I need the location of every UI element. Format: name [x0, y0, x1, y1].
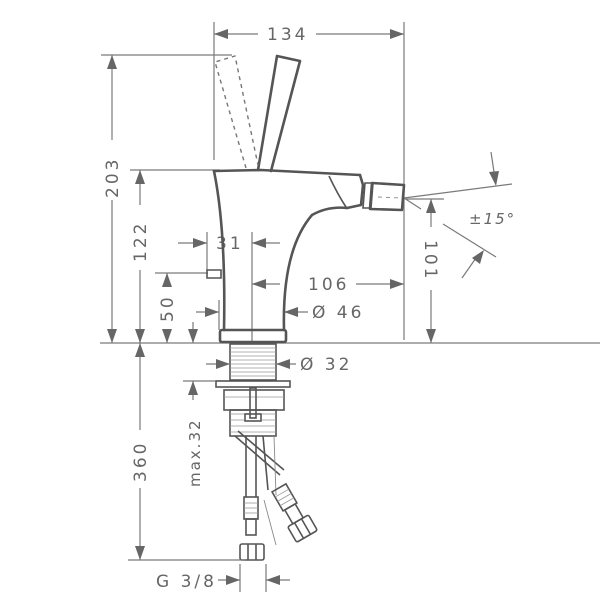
dimension-101 [406, 198, 444, 343]
faucet-body [206, 54, 406, 344]
dimension-max-32 [183, 380, 216, 400]
faucet-shank [215, 343, 291, 437]
dimension-dia-32 [206, 359, 296, 369]
dimension-g38 [218, 564, 290, 592]
dimension-360 [128, 343, 245, 561]
label-height-360: 360 [131, 441, 151, 482]
label-height-50: 50 [158, 294, 178, 322]
label-angle-15: ±15° [469, 210, 516, 228]
dimension-203 [101, 54, 232, 343]
supply-hoses [234, 430, 318, 561]
dimension-122 [130, 169, 220, 343]
label-height-122: 122 [131, 221, 151, 262]
label-diameter-32: Ø 32 [300, 355, 352, 375]
label-connection-g38: G 3/8 [156, 572, 217, 592]
label-max-32: max.32 [186, 418, 204, 487]
label-width-134: 134 [267, 25, 308, 45]
label-diameter-46: Ø 46 [312, 303, 364, 323]
dimension-31 [178, 232, 280, 343]
base-ring [218, 328, 288, 344]
label-height-203: 203 [103, 157, 123, 198]
label-height-101: 101 [420, 240, 440, 281]
dimension-50 [155, 272, 208, 343]
dimension-134 [213, 22, 405, 340]
label-reach-106: 106 [308, 275, 349, 295]
label-offset-31: 31 [216, 234, 244, 254]
dimension-106 [252, 279, 404, 289]
dimension-angle-15 [403, 151, 513, 279]
